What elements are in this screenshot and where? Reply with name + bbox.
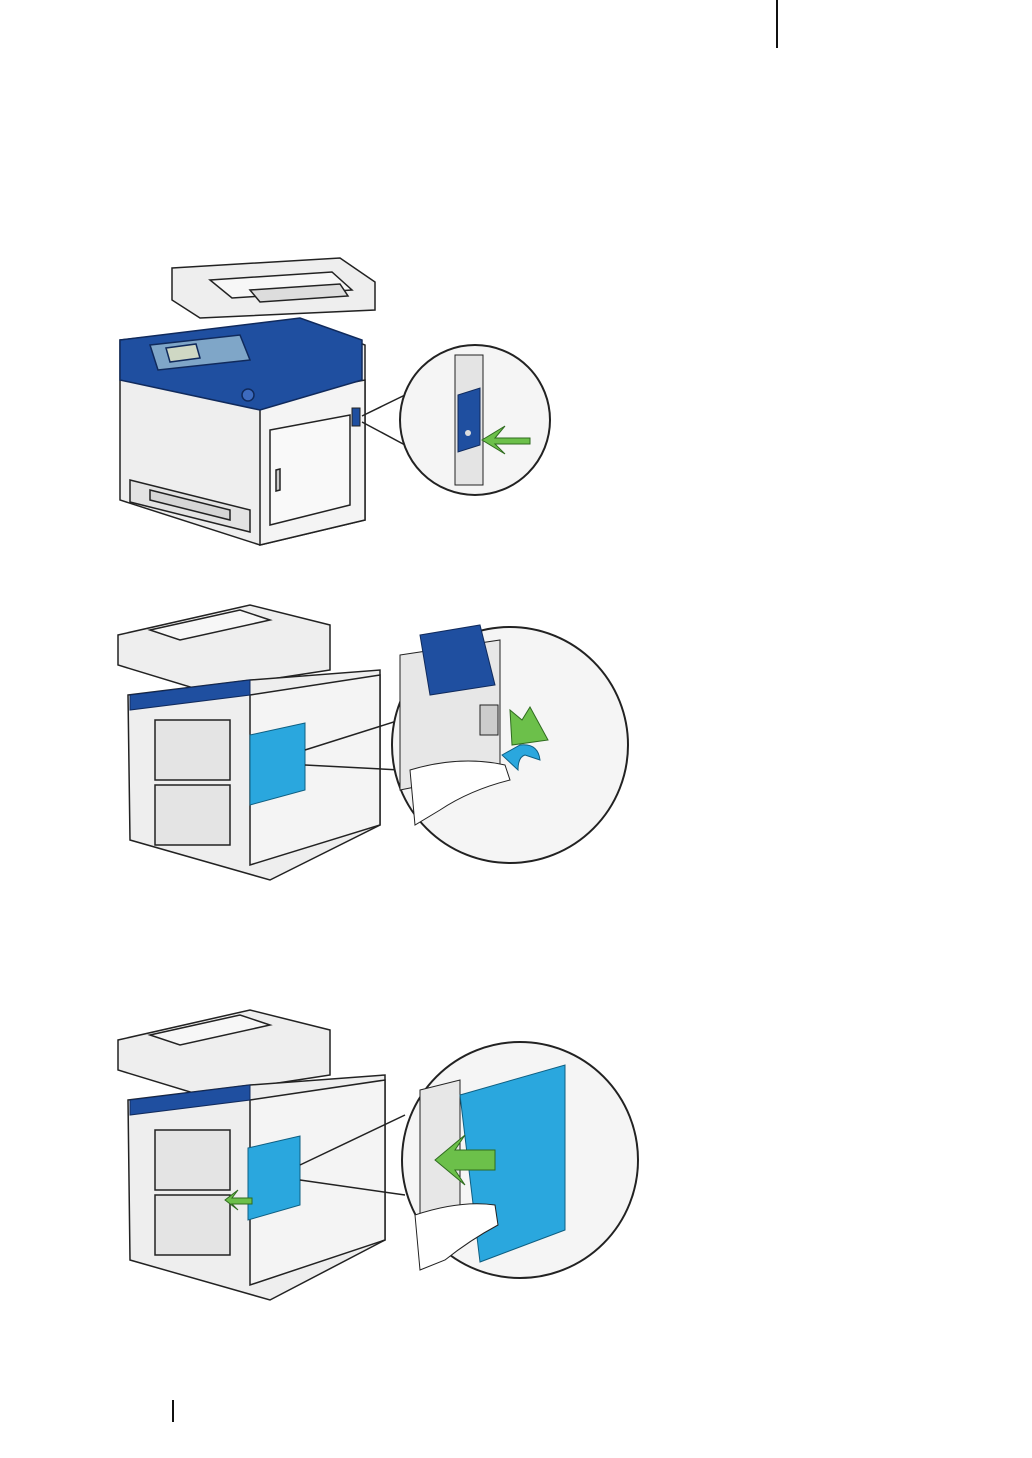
footer-rule xyxy=(172,1400,174,1422)
printer-rear-illustration-remove xyxy=(100,1000,645,1315)
figure-rear-cover-release xyxy=(100,595,645,895)
printer-rear-illustration-release xyxy=(100,595,645,895)
printer-front-illustration xyxy=(100,240,570,560)
page-edge-rule xyxy=(776,0,778,48)
figure-power-switch xyxy=(100,240,570,560)
figure-rear-cover-remove xyxy=(100,1000,645,1315)
